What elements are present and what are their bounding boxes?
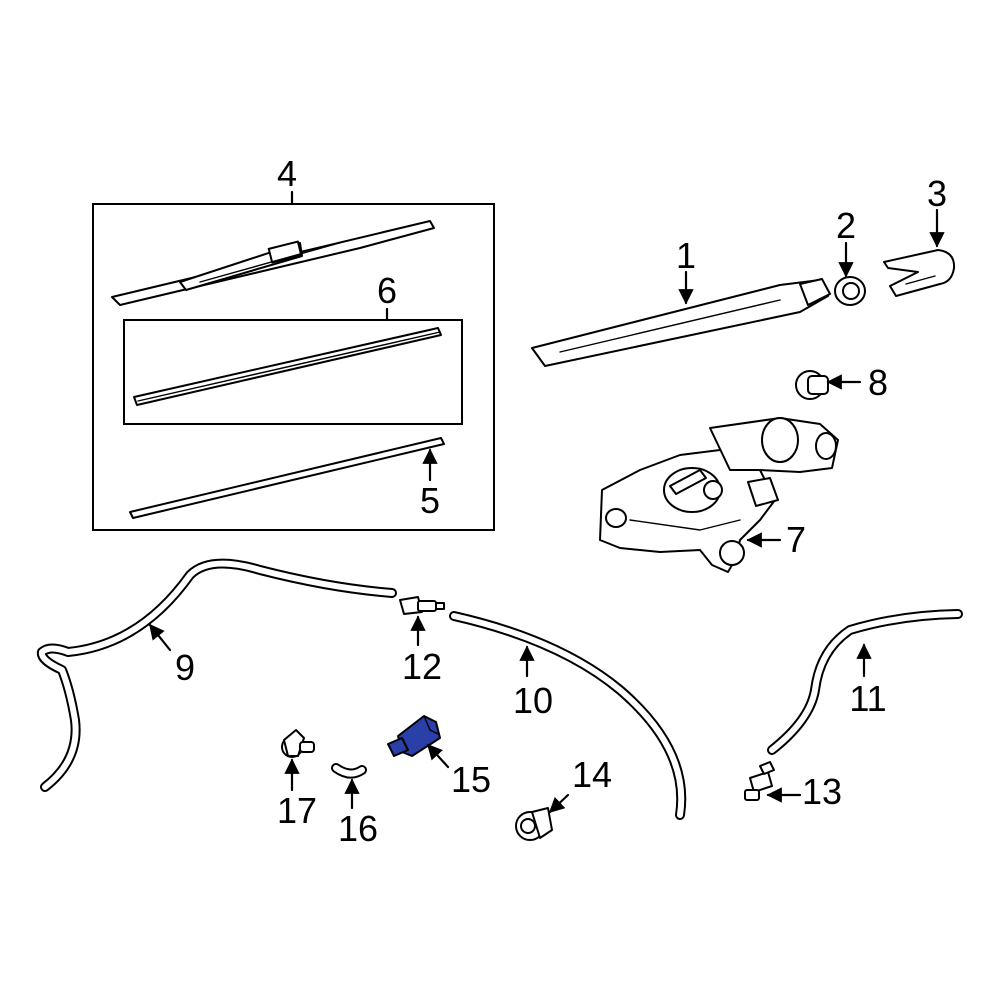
wiper-insert[interactable] <box>129 437 445 519</box>
hose-connector-13[interactable] <box>744 761 775 801</box>
callout-16: 16 <box>338 808 378 849</box>
refill-box <box>123 319 463 425</box>
wiper-blade-refill[interactable] <box>133 327 442 406</box>
callout-17: 17 <box>277 790 317 831</box>
grommet-14[interactable] <box>515 807 553 841</box>
callout-15: 15 <box>451 759 491 800</box>
callout-13: 13 <box>802 771 842 812</box>
callout-10: 10 <box>513 680 553 721</box>
washer-hose-10[interactable] <box>449 611 687 820</box>
wiper-blade[interactable] <box>111 220 435 306</box>
hose-elbow-16[interactable] <box>331 763 367 779</box>
callout-1: 1 <box>676 235 696 276</box>
callout-2: 2 <box>836 205 856 246</box>
washer-hose-11[interactable] <box>767 609 963 755</box>
wiper-arm[interactable] <box>531 278 831 367</box>
grommet[interactable] <box>795 370 829 400</box>
callout-12: 12 <box>402 646 442 687</box>
callout-9: 9 <box>175 647 195 688</box>
callout-6: 6 <box>377 270 397 311</box>
wiper-blade-group <box>92 190 495 531</box>
callout-labels: 1 2 3 4 5 6 7 8 9 10 11 12 13 14 15 16 1… <box>175 153 947 849</box>
callout-14: 14 <box>572 754 612 795</box>
callout-8: 8 <box>868 362 888 403</box>
hose-connector-12[interactable] <box>399 596 445 615</box>
callout-7: 7 <box>786 519 806 560</box>
arm-cap[interactable] <box>883 249 956 297</box>
callout-3: 3 <box>927 173 947 214</box>
wiper-motor[interactable] <box>599 417 839 573</box>
washer-hose-9[interactable] <box>36 558 397 792</box>
arm-nut[interactable] <box>834 276 866 306</box>
leader-lines <box>148 208 945 814</box>
callout-11: 11 <box>849 678 886 719</box>
callout-5: 5 <box>420 480 440 521</box>
blade-assembly-box <box>92 203 495 531</box>
hose-joint-17[interactable] <box>281 729 315 758</box>
washer-nozzle[interactable] <box>387 715 441 757</box>
callout-4: 4 <box>277 153 297 194</box>
